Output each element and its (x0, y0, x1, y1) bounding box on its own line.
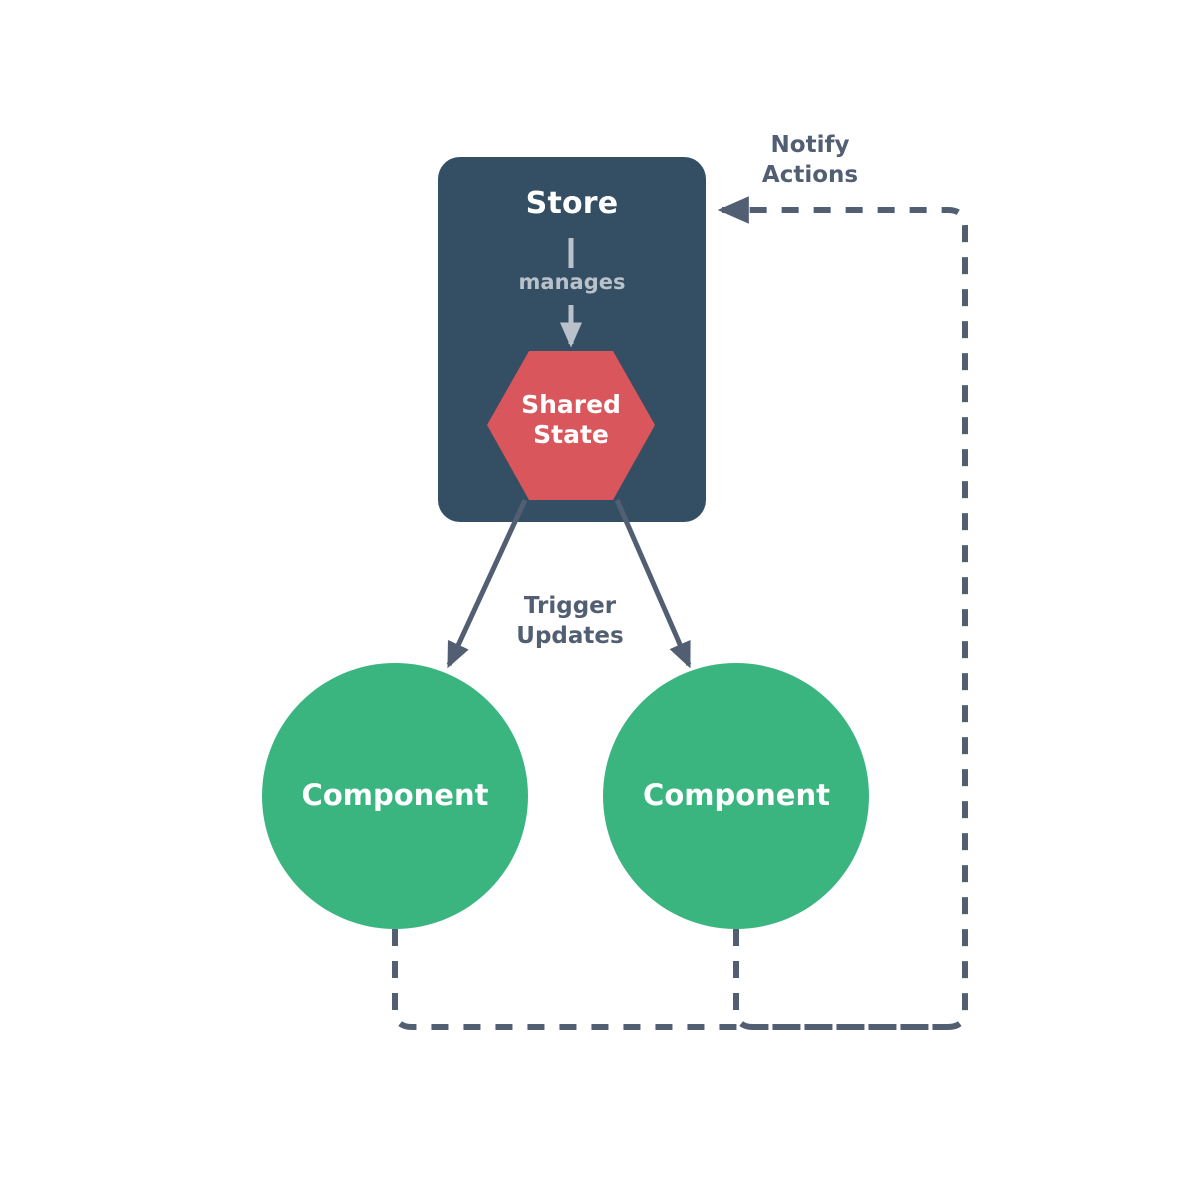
trigger-updates-arrow-right (614, 499, 692, 669)
trigger-updates-arrow-left (446, 498, 528, 669)
component-right-node[interactable] (603, 663, 869, 929)
shared-state-node[interactable] (487, 351, 655, 500)
notify-actions-path-right (733, 929, 948, 1030)
component-left-node[interactable] (262, 663, 528, 929)
